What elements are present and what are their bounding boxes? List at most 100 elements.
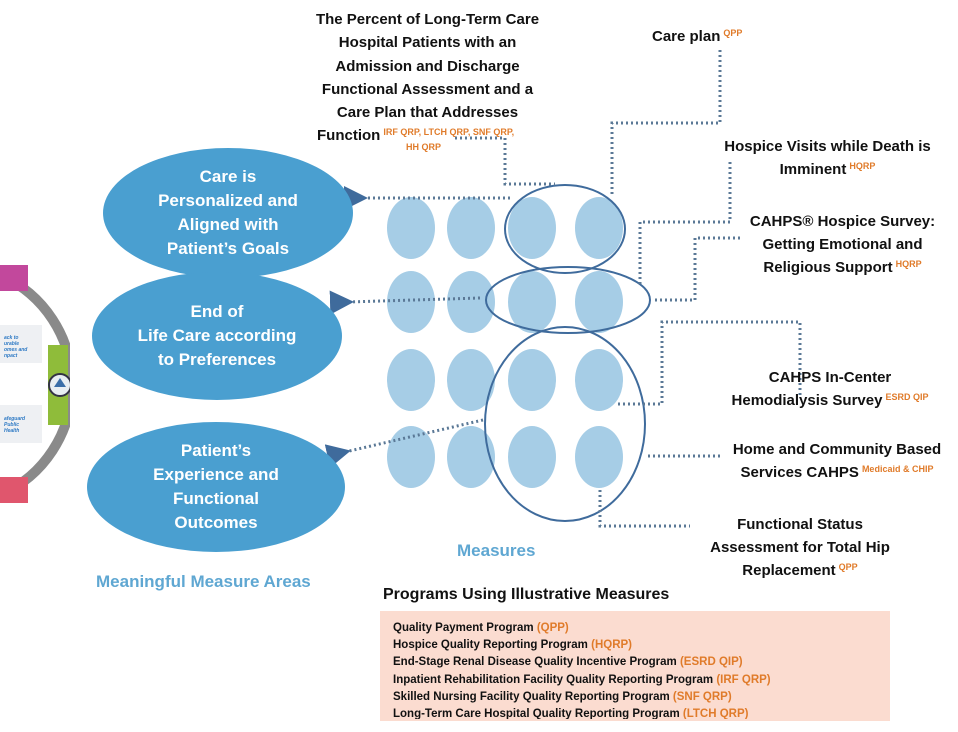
label-line: Religious Support	[763, 259, 893, 276]
group-outline-middle	[485, 266, 651, 334]
measure-dot	[387, 349, 435, 411]
area-line: Outcomes	[174, 513, 258, 532]
program-name: End-Stage Renal Disease Quality Incentiv…	[393, 656, 677, 669]
caption-measures: Measures	[457, 541, 536, 560]
area-line: to Preferences	[157, 350, 277, 369]
program-name: Long-Term Care Hospital Quality Reportin…	[393, 708, 680, 720]
label-line: CAHPS® Hospice Survey:	[749, 213, 936, 230]
program-tag: HH QRP	[406, 141, 442, 152]
label-line: Hospice Visits while Death is	[724, 138, 931, 155]
measure-label-hospice-survey: CAHPS® Hospice Survey: Getting Emotional…	[745, 210, 940, 279]
measure-dot	[447, 197, 495, 259]
connector-arrow-area-3	[324, 418, 484, 468]
area-line: Life Care according	[137, 326, 297, 345]
area-line: Functional	[173, 489, 259, 508]
area-line: Care is	[199, 167, 257, 186]
program-tag: QPP	[723, 28, 743, 38]
program-name: Inpatient Rehabilitation Facility Qualit…	[393, 673, 714, 686]
label-line: Functional Status	[737, 516, 863, 533]
area-line: Patient’s	[180, 441, 252, 460]
program-item: End-Stage Renal Disease Quality Incentiv…	[393, 654, 771, 671]
label-line: CAHPS In-Center	[768, 369, 892, 386]
label-line: Care Plan that Addresses	[336, 104, 519, 122]
label-line: Replacement	[742, 562, 836, 579]
measure-dots-grid	[387, 197, 623, 488]
program-abbr: (LTCH QRP)	[682, 708, 749, 720]
svg-text:afeguard: afeguard	[4, 416, 26, 422]
measure-dot	[508, 197, 556, 259]
leader-hospice-visits	[638, 162, 732, 285]
measure-dot	[508, 349, 556, 411]
programs-panel	[380, 611, 890, 721]
program-item: Quality Payment Program (QPP)	[393, 620, 771, 637]
area-line: Aligned with	[177, 215, 279, 234]
label-line: Imminent	[779, 161, 847, 178]
measure-dot	[387, 197, 435, 259]
program-abbr: (QPP)	[536, 622, 569, 634]
wheel-segment-magenta	[0, 265, 28, 291]
label-line: Care plan	[652, 28, 721, 45]
measure-dot	[387, 271, 435, 333]
label-line: The Percent of Long-Term Care	[315, 11, 540, 28]
program-abbr: (ESRD QIP)	[679, 656, 743, 669]
leader-ice-survey	[618, 320, 802, 406]
programs-panel-title: Programs Using Illustrative Measures	[383, 586, 670, 603]
program-item: Skilled Nursing Facility Quality Reporti…	[393, 689, 771, 706]
framework-wheel-graphic: ack to urable omes and npact afeguard Pu…	[0, 265, 70, 503]
svg-text:urable: urable	[4, 341, 19, 347]
label-line: Getting Emotional and	[762, 236, 923, 253]
program-abbr: (HQRP)	[591, 639, 632, 652]
svg-text:Public: Public	[4, 422, 19, 428]
group-outline-bottom	[484, 326, 646, 522]
program-item: Inpatient Rehabilitation Facility Qualit…	[393, 672, 771, 689]
label-line: Hospital Patients with an	[338, 34, 517, 52]
measure-area-end-of-life[interactable]: End of Life Care according to Preferences	[92, 272, 342, 400]
measure-dot	[575, 426, 623, 488]
measure-label-ltch-function: The Percent of Long-Term Care Hospital P…	[300, 8, 555, 152]
leader-care-plan	[610, 50, 722, 196]
measure-label-hip-assessment: Functional Status Assessment for Total H…	[700, 513, 900, 582]
measure-dot	[447, 426, 495, 488]
svg-text:Health: Health	[4, 428, 19, 434]
area-line: End of	[190, 302, 244, 321]
program-name: Hospice Quality Reporting Program	[393, 639, 588, 652]
svg-text:npact: npact	[4, 353, 18, 359]
program-abbr: (IRF QRP)	[716, 673, 771, 686]
group-outline-top	[504, 184, 626, 274]
label-line: Assessment for Total Hip	[710, 539, 890, 556]
area-line: Patient’s Goals	[166, 239, 290, 258]
measure-dot	[447, 349, 495, 411]
program-tag: HQRP	[849, 161, 876, 171]
program-tag: HQRP	[895, 259, 922, 269]
program-name: Skilled Nursing Facility Quality Reporti…	[393, 690, 670, 703]
program-abbr: (SNF QRP)	[672, 690, 732, 703]
program-tag: QPP	[838, 562, 858, 572]
measure-dot	[508, 426, 556, 488]
area-line: Experience and	[153, 465, 279, 484]
measure-dot	[575, 349, 623, 411]
program-tag: ESRD QIP	[885, 392, 929, 402]
measure-dot	[387, 426, 435, 488]
measure-dot	[575, 271, 623, 333]
leader-hip	[598, 490, 690, 528]
label-line: Functional Assessment and a	[321, 80, 534, 98]
program-name: Quality Payment Program	[393, 622, 534, 634]
area-line: Personalized and	[158, 191, 298, 210]
svg-text:omes and: omes and	[4, 347, 28, 353]
leader-ltch-function	[455, 136, 555, 186]
label-line: Home and Community Based	[732, 441, 942, 458]
label-line: Hemodialysis Survey	[731, 392, 883, 409]
program-tag: Medicaid & CHIP	[861, 464, 934, 474]
svg-text:ack to: ack to	[4, 335, 18, 341]
programs-list: Quality Payment Program (QPP) Hospice Qu…	[393, 620, 771, 719]
wheel-segment-red	[0, 477, 28, 503]
measure-dot	[575, 197, 623, 259]
label-line: Services CAHPS	[740, 464, 859, 481]
